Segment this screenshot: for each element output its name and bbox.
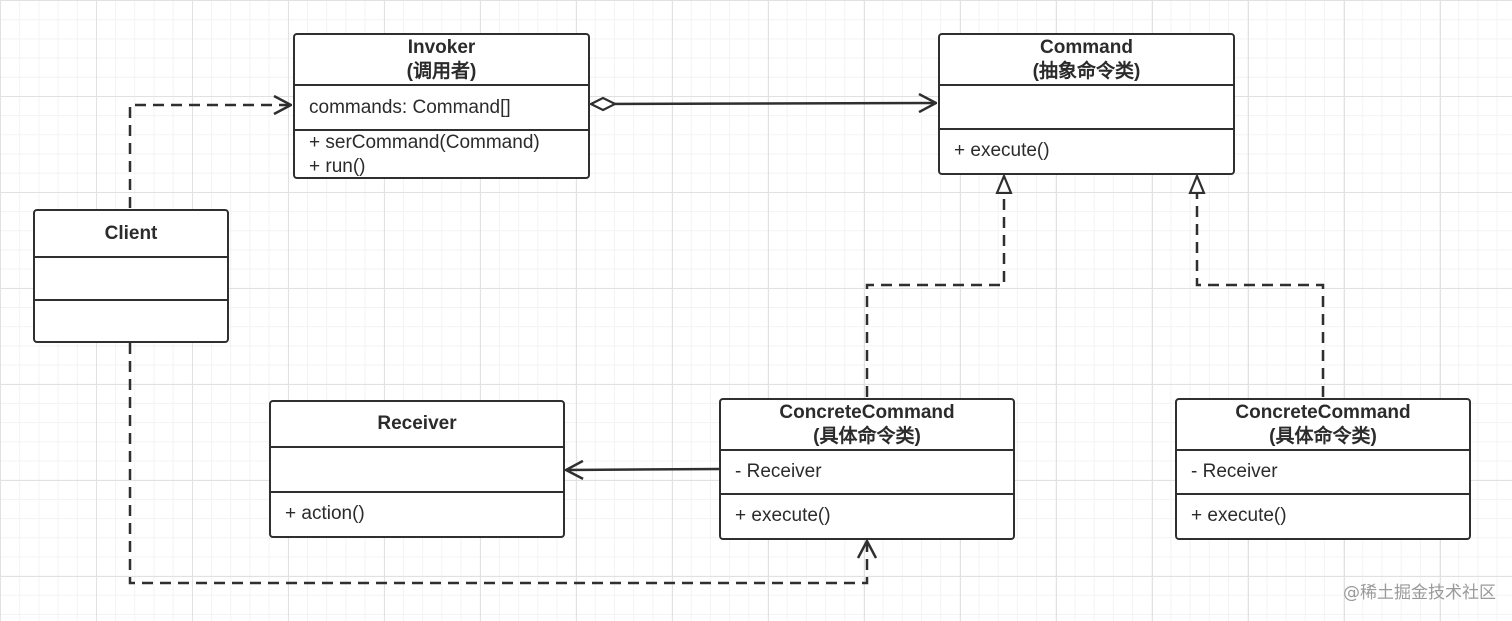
invoker-operations: + serCommand(Command) + run(): [295, 131, 588, 177]
command-title: Command: [1040, 36, 1133, 58]
invoker-attributes: commands: Command[]: [295, 86, 588, 131]
receiver-attributes: [271, 448, 563, 493]
command-subtitle: (抽象命令类): [1032, 60, 1141, 82]
concrete-command-2-operation: + execute(): [1191, 505, 1287, 526]
command-operations: + execute(): [940, 130, 1233, 172]
invoker-operation: + run(): [309, 156, 366, 177]
concrete-command-1-attributes: - Receiver: [721, 451, 1013, 495]
dependency-client-invoker: [128, 105, 291, 208]
aggregation-invoker-command: [591, 103, 936, 104]
receiver-operations: + action(): [271, 493, 563, 535]
command-attributes: [940, 86, 1233, 130]
invoker-class-name: Invoker (调用者): [295, 35, 588, 86]
realization-concrete-command-1: [865, 176, 1004, 397]
client-operations: [35, 301, 227, 340]
concrete-command-1-operation: + execute(): [735, 505, 831, 526]
concrete-command-class-2[interactable]: ConcreteCommand (具体命令类) - Receiver + exe…: [1175, 398, 1471, 540]
invoker-title: Invoker: [407, 36, 476, 58]
client-attributes: [35, 258, 227, 301]
command-class[interactable]: Command (抽象命令类) + execute(): [938, 33, 1235, 175]
concrete-command-class-1[interactable]: ConcreteCommand (具体命令类) - Receiver + exe…: [719, 398, 1015, 540]
realization-concrete-command-2: [1197, 176, 1325, 397]
invoker-attribute: commands: Command[]: [309, 96, 511, 118]
receiver-operation: + action(): [285, 503, 365, 524]
concrete-command-2-attribute: - Receiver: [1191, 461, 1278, 482]
concrete-command-1-subtitle: (具体命令类): [813, 425, 921, 447]
concrete-command-1-operations: + execute(): [721, 495, 1013, 537]
invoker-operation: + serCommand(Command): [309, 132, 540, 153]
concrete-command-2-subtitle: (具体命令类): [1269, 425, 1377, 447]
invoker-subtitle: (调用者): [406, 60, 477, 82]
receiver-class-name: Receiver: [271, 402, 563, 448]
concrete-command-1-title: ConcreteCommand: [779, 401, 955, 423]
association-concrete-command-receiver: [566, 469, 720, 470]
watermark: @稀土掘金技术社区: [1343, 583, 1496, 603]
concrete-command-1-attribute: - Receiver: [735, 461, 822, 482]
concrete-command-2-operations: + execute(): [1177, 495, 1469, 537]
receiver-title: Receiver: [377, 413, 457, 434]
receiver-class[interactable]: Receiver + action(): [269, 400, 565, 538]
command-class-name: Command (抽象命令类): [940, 35, 1233, 86]
client-class[interactable]: Client: [33, 209, 229, 343]
invoker-class[interactable]: Invoker (调用者) commands: Command[] + serC…: [293, 33, 590, 179]
command-operation: + execute(): [954, 140, 1050, 161]
concrete-command-2-attributes: - Receiver: [1177, 451, 1469, 495]
client-class-name: Client: [35, 211, 227, 258]
client-title: Client: [104, 222, 158, 244]
concrete-command-1-class-name: ConcreteCommand (具体命令类): [721, 400, 1013, 451]
concrete-command-2-title: ConcreteCommand: [1235, 401, 1411, 423]
concrete-command-2-class-name: ConcreteCommand (具体命令类): [1177, 400, 1469, 451]
